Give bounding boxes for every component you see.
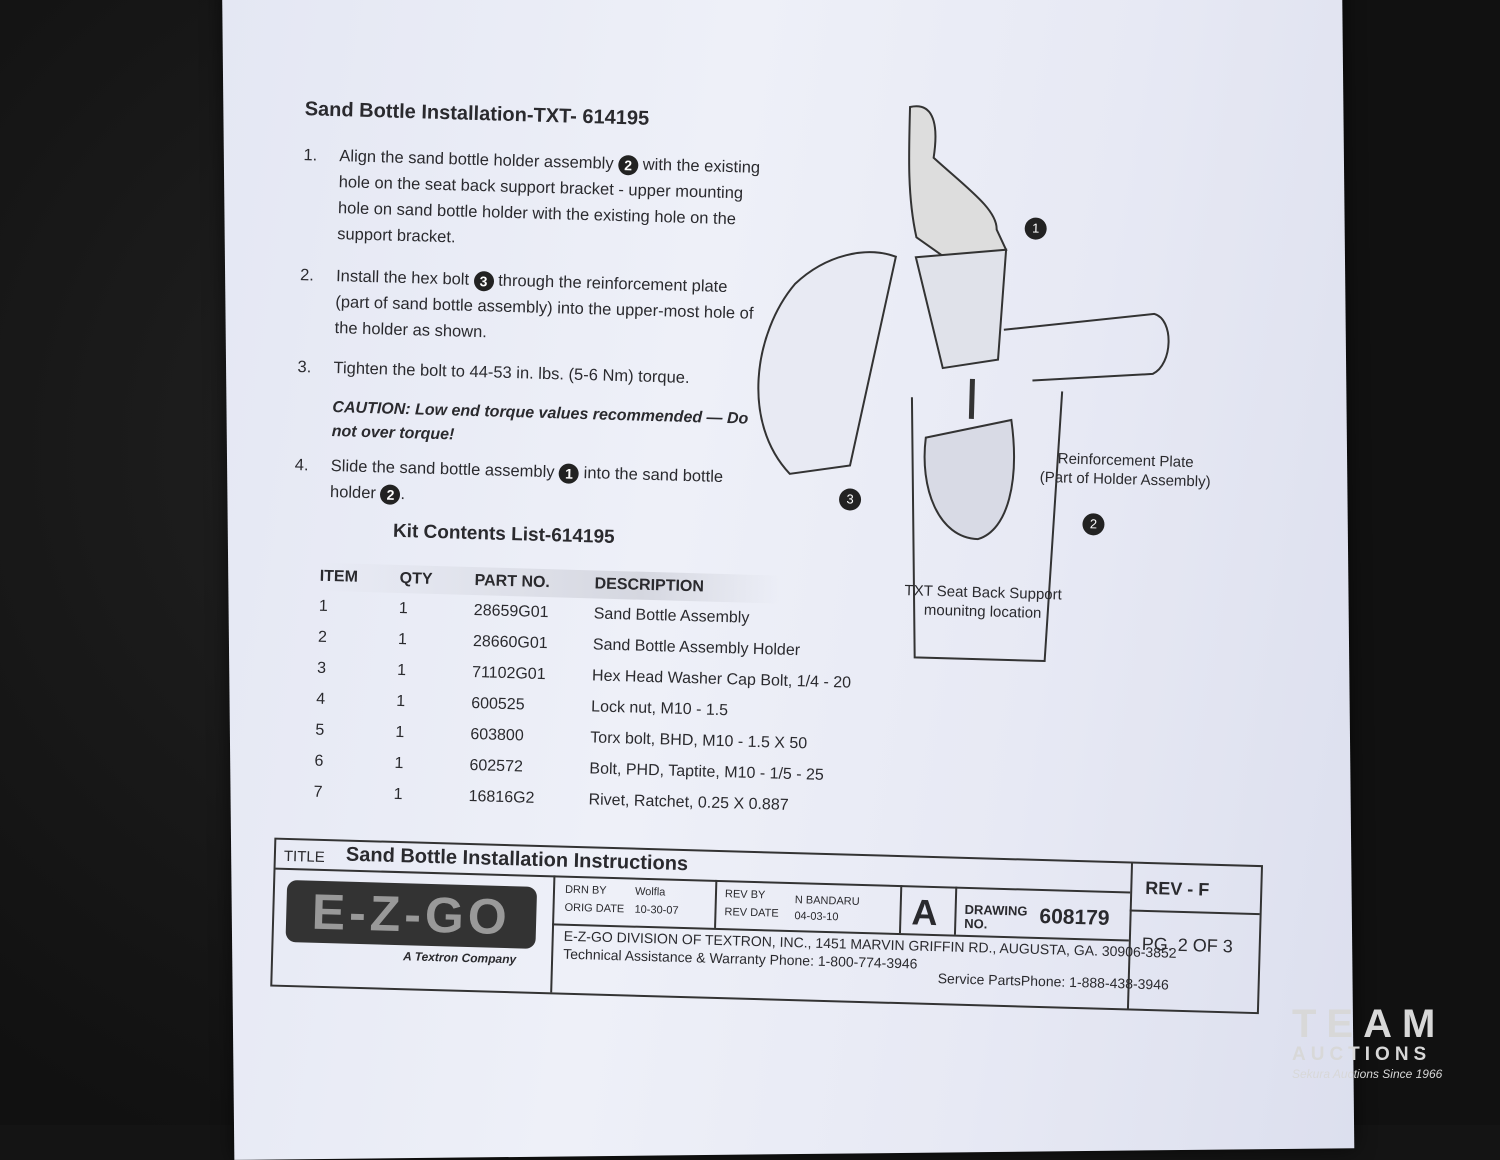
cell-part-no: 603800 xyxy=(470,726,524,745)
step-number: 2. xyxy=(299,266,315,285)
cell-description: Rivet, Ratchet, 0.25 X 0.887 xyxy=(588,791,789,814)
cell-qty: 1 xyxy=(396,661,407,680)
cell-qty: 1 xyxy=(397,630,408,649)
rev-by-value: N BANDARU xyxy=(794,894,860,908)
cell-item: 1 xyxy=(318,597,329,615)
sand-bottle-top xyxy=(908,105,1008,260)
bottle-holder xyxy=(923,418,1015,541)
cell-qty: 1 xyxy=(398,599,408,618)
seat-back xyxy=(757,251,898,475)
cell-item: 7 xyxy=(313,783,323,801)
cell-qty: 1 xyxy=(396,692,406,711)
parts-phone: Service PartsPhone: 1-888-438-3946 xyxy=(937,970,1170,993)
cell-item: 2 xyxy=(317,628,328,646)
cell-part-no: 28659G01 xyxy=(473,602,549,622)
cell-part-no: 16816G2 xyxy=(468,787,535,807)
sheet-size: A xyxy=(910,891,939,934)
step-number: 4. xyxy=(294,456,309,475)
cell-item: 5 xyxy=(315,721,325,739)
step-text: Tighten the bolt to 44-53 in. lbs. (5-6 … xyxy=(333,359,690,387)
support-bracket xyxy=(910,391,1064,663)
drawing-no-value: 608179 xyxy=(1039,904,1110,930)
drn-by-value: Wolfla xyxy=(634,885,666,899)
cell-item: 3 xyxy=(316,659,327,677)
ezgo-logo: E-Z-GO xyxy=(285,879,538,949)
part-badge: 1 xyxy=(558,463,580,484)
drawing-no-label: DRAWING NO. xyxy=(964,901,1028,932)
step-text: . xyxy=(400,484,406,504)
cell-part-no: 71102G01 xyxy=(471,664,546,684)
caution-note: CAUTION: Low end torque values recommend… xyxy=(331,399,749,444)
step-3: 3. Tighten the bolt to 44-53 in. lbs. (5… xyxy=(297,354,758,393)
cell-qty: 1 xyxy=(393,785,403,804)
orig-date-label: ORIG DATE xyxy=(564,901,625,916)
rev-by-label: REV BY xyxy=(724,888,766,902)
logo-subtitle: A Textron Company xyxy=(402,949,517,967)
cell-part-no: 28660G01 xyxy=(472,633,548,653)
step-4: 4. Slide the sand bottle assembly 1 into… xyxy=(294,452,755,517)
title-block: TITLE Sand Bottle Installation Instructi… xyxy=(270,837,1264,1015)
arrow-down xyxy=(968,378,975,419)
part-badge: 3 xyxy=(473,270,494,292)
cell-item: 4 xyxy=(316,690,326,708)
document-title: Sand Bottle Installation-TXT- 614195 xyxy=(304,98,650,130)
seat-frame xyxy=(1003,312,1170,382)
header-description: DESCRIPTION xyxy=(594,575,705,596)
watermark-text: TEAM xyxy=(1292,1002,1446,1046)
header-qty: QTY xyxy=(399,569,433,588)
reinforcement-plate-label: Reinforcement Plate (Part of Holder Asse… xyxy=(1039,449,1211,492)
cell-part-no: 600525 xyxy=(470,695,525,714)
watermark-text: Sekura Auctions Since 1966 xyxy=(1292,1067,1443,1081)
step-text: Align the sand bottle holder assembly xyxy=(339,147,614,173)
step-text: Slide the sand bottle assembly xyxy=(330,457,555,482)
step-2: 2. Install the hex bolt 3 through the re… xyxy=(298,262,760,353)
support-location-label: TXT Seat Back Support mounitng location xyxy=(904,581,1062,623)
title-label: TITLE xyxy=(283,847,325,866)
header-item: ITEM xyxy=(319,567,359,586)
step-text: Install the hex bolt xyxy=(335,267,470,289)
rev-date-value: 04-03-10 xyxy=(794,910,839,924)
sand-bottle-body xyxy=(914,248,1008,370)
part-badge: 2 xyxy=(617,154,639,176)
watermark-text: AUCTIONS xyxy=(1292,1044,1432,1065)
team-auctions-watermark: TEAM AUCTIONS Sekura Auctions Since 1966 xyxy=(1292,1002,1446,1081)
cell-item: 6 xyxy=(314,752,324,770)
step-number: 1. xyxy=(303,146,318,165)
step-number: 3. xyxy=(297,358,312,377)
part-badge: 2 xyxy=(380,484,401,505)
kit-title: Kit Contents List-614195 xyxy=(392,520,615,548)
step-1: 1. Align the sand bottle holder assembly… xyxy=(301,142,764,259)
cell-part-no: 602572 xyxy=(469,756,524,776)
cell-description: Lock nut, M10 - 1.5 xyxy=(590,698,729,720)
cell-qty: 1 xyxy=(394,754,404,773)
cell-qty: 1 xyxy=(395,723,405,742)
revision: REV - F xyxy=(1145,877,1210,900)
drn-by-label: DRN BY xyxy=(564,883,607,897)
header-part-no: PART NO. xyxy=(474,572,551,592)
installation-diagram xyxy=(757,105,1170,663)
orig-date-value: 10-30-07 xyxy=(634,903,679,917)
rev-date-label: REV DATE xyxy=(724,906,779,920)
